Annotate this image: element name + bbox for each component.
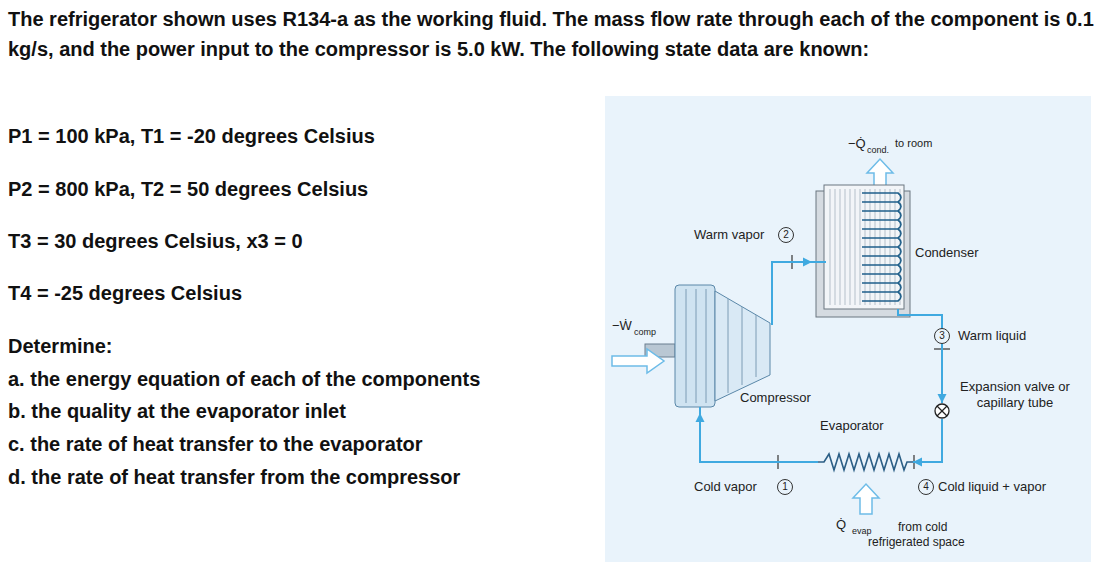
problem-text: P2 = 800 kPa, T2 = 50 degrees Celsius xyxy=(8,174,368,204)
diagram-label: Cold vapor xyxy=(693,479,758,495)
arrow-head xyxy=(913,458,922,467)
diagram-label: Warm vapor xyxy=(693,227,765,243)
refrigerant-pipe xyxy=(772,258,812,284)
problem-text: c. the rate of heat transfer to the evap… xyxy=(8,429,423,459)
valve-symbol xyxy=(934,403,950,419)
refrigerant-pipe xyxy=(696,413,819,462)
evaporator-node: Evaporator xyxy=(818,418,913,474)
problem-text: T3 = 30 degrees Celsius, x3 = 0 xyxy=(8,226,303,256)
state-number: 2 xyxy=(778,227,794,243)
problem-text: b. the quality at the evaporator inlet xyxy=(8,396,346,426)
problem-text: The refrigerator shown uses R134-a as th… xyxy=(8,4,1100,64)
arrow-head xyxy=(696,413,705,422)
compressor-node: Compressor xyxy=(672,283,832,413)
problem-text: a. the energy equation of each of the co… xyxy=(8,364,480,394)
diagram-label: Warm liquid xyxy=(957,328,1027,344)
refrigerant-pipe xyxy=(913,419,942,467)
diagram-label: from cold refrigerated space xyxy=(868,520,996,550)
problem-text: d. the rate of heat transfer from the co… xyxy=(8,462,460,492)
work-arrow xyxy=(612,349,664,373)
component-label: Condenser xyxy=(915,245,979,261)
component-label: Evaporator xyxy=(820,418,884,434)
pipe-line xyxy=(700,413,818,462)
state-number: 3 xyxy=(934,328,950,344)
diagram-label: Q̇ xyxy=(836,517,846,533)
diagram-label: −Q̇ xyxy=(848,136,866,152)
arrow-head xyxy=(803,258,812,267)
heat-arrow xyxy=(853,484,879,514)
component-label: Expansion valve or capillary tube xyxy=(956,379,1074,411)
component-label: Compressor xyxy=(740,390,811,406)
state-number: 1 xyxy=(777,479,793,495)
state-number: 4 xyxy=(918,479,934,495)
diagram-label: comp xyxy=(634,327,656,338)
arrow-head xyxy=(938,394,947,403)
problem-text: T4 = -25 degrees Celsius xyxy=(8,278,242,308)
diagram-label: to room xyxy=(895,137,932,151)
pipe-line xyxy=(913,419,942,462)
diagram-panel xyxy=(605,96,1091,562)
problem-text: P1 = 100 kPa, T1 = -20 degrees Celsius xyxy=(8,121,375,151)
diagram-label: −Ẇ xyxy=(612,318,632,334)
condenser-node: Condenser xyxy=(812,183,1002,323)
diagram-label: Cold liquid + vapor xyxy=(937,479,1047,495)
problem-text: Determine: xyxy=(8,331,112,361)
expansion-valve-node: Expansion valve or capillary tube xyxy=(934,403,950,419)
pipe-line xyxy=(772,262,812,283)
diagram-label: cond. xyxy=(867,145,889,156)
